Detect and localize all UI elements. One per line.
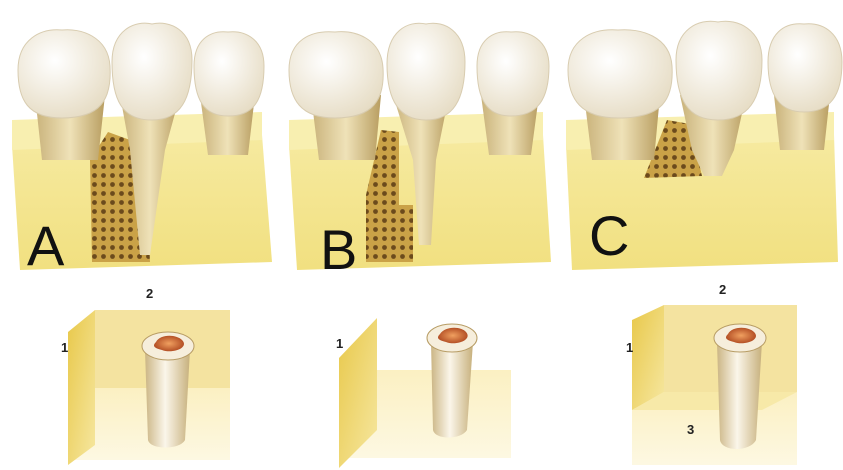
crown-left — [568, 30, 672, 118]
panel-label-a: A — [27, 218, 64, 274]
wall-label-2: 2 — [146, 286, 153, 301]
crown-right — [194, 32, 264, 116]
wall-label-1: 1 — [626, 340, 633, 355]
wall-label-2: 2 — [719, 282, 726, 297]
wall-diagram-b-drawing — [281, 280, 562, 470]
wall-diagram-c-drawing — [562, 280, 843, 470]
wall-diagram-a: 1 2 — [0, 280, 281, 470]
wall-diagram-a-drawing — [0, 280, 281, 470]
panel-a-teeth-illustration: A — [0, 0, 281, 280]
crown-middle — [676, 21, 762, 120]
crown-middle — [112, 23, 192, 120]
panel-b-teeth-illustration: B — [281, 0, 562, 280]
panel-label-c: C — [589, 208, 629, 264]
root-tube — [431, 342, 473, 438]
panel-label-b: B — [320, 222, 357, 278]
wall-1 — [68, 310, 95, 465]
root-tube — [145, 350, 190, 448]
crown-right — [477, 32, 549, 116]
panel-c-teeth-illustration: C — [562, 0, 843, 280]
crown-left — [289, 32, 383, 118]
wall-diagram-c: 1 2 3 — [562, 280, 843, 470]
root-tube — [717, 342, 762, 449]
crown-right — [768, 24, 842, 112]
wall-label-1: 1 — [336, 336, 343, 351]
wall-label-1: 1 — [61, 340, 68, 355]
wall-diagram-b: 1 — [281, 280, 562, 470]
crown-left — [18, 30, 110, 118]
crown-middle — [387, 23, 465, 120]
wall-1 — [632, 305, 664, 410]
wall-label-3: 3 — [687, 422, 694, 437]
